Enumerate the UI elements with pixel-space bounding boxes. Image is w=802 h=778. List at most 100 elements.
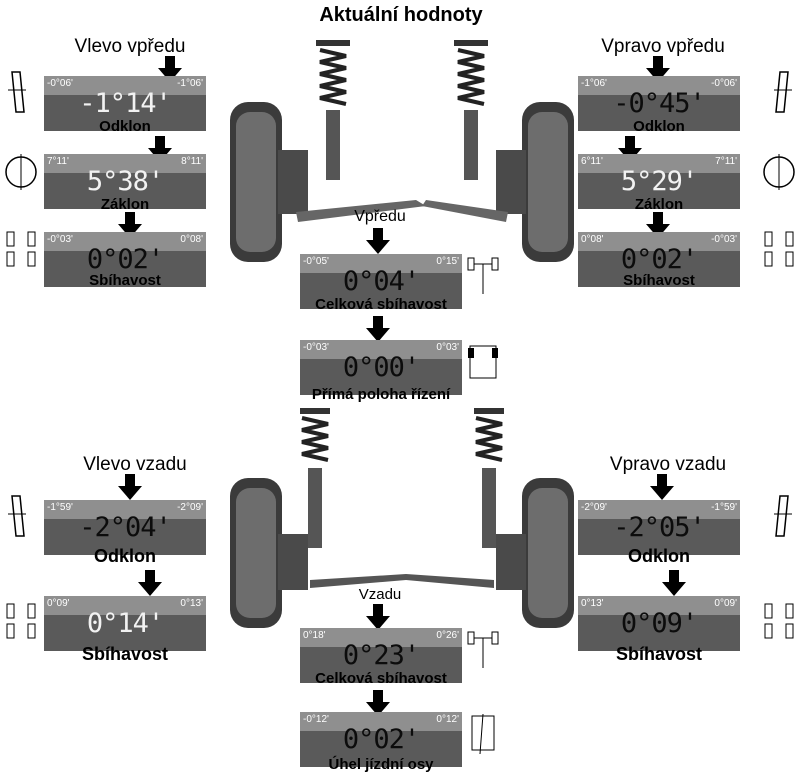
caster-label: Záklon <box>634 196 684 213</box>
toe-wheels-icon <box>764 231 794 267</box>
caster-label: Záklon <box>100 196 150 213</box>
tolerance-min: -0°03' <box>47 234 73 245</box>
camber-wheel-icon <box>774 495 792 537</box>
caster-value: 5°29' <box>620 166 698 197</box>
caster-wheel-icon <box>763 154 795 190</box>
total-toe-label: Celková sbíhavost <box>315 670 447 687</box>
arrow-down-icon <box>158 56 182 82</box>
tolerance-min: 7°11' <box>47 156 69 167</box>
tolerance-min: -0°06' <box>47 78 73 89</box>
tolerance-min: -0°03' <box>303 342 329 353</box>
arrow-down-icon <box>618 136 642 162</box>
thrust-value: 0°02' <box>342 724 420 755</box>
arrow-down-icon <box>138 570 162 596</box>
toe-wheels-icon <box>6 603 36 639</box>
caster-wheel-icon <box>5 154 37 190</box>
steering-value: 0°00' <box>342 352 420 383</box>
arrow-down-icon <box>662 570 686 596</box>
front-left-caster-gauge: 7°11' 8°11' 5°38' <box>44 152 206 209</box>
rear-right-toe-gauge: 0°13' 0°09' 0°09' <box>578 594 740 651</box>
camber-wheel-icon <box>8 495 26 537</box>
camber-label: Odklon <box>94 546 156 566</box>
tolerance-min: -1°06' <box>581 78 607 89</box>
arrow-down-icon <box>118 474 142 500</box>
steering-icon <box>468 345 498 379</box>
tolerance-min: -0°12' <box>303 714 329 725</box>
tolerance-min: -2°09' <box>581 502 607 513</box>
toe-wheels-icon <box>6 231 36 267</box>
caster-value: 5°38' <box>86 166 164 197</box>
camber-value: -1°14' <box>79 88 172 119</box>
toe-value: 0°14' <box>86 608 164 639</box>
camber-value: -2°04' <box>79 512 172 543</box>
tolerance-max: 8°11' <box>181 156 203 167</box>
arrow-down-icon <box>646 212 670 238</box>
front-left-toe-gauge: -0°03' 0°08' 0°02' <box>44 230 206 287</box>
arrow-down-icon <box>650 474 674 500</box>
tolerance-max: 0°13' <box>180 598 203 609</box>
front-right-camber-gauge: -1°06' -0°06' -0°45' <box>578 74 740 131</box>
tolerance-min: 0°09' <box>47 598 70 609</box>
toe-value: 0°09' <box>620 608 698 639</box>
camber-value: -0°45' <box>613 88 706 119</box>
camber-label: Odklon <box>99 118 151 135</box>
camber-label: Odklon <box>633 118 685 135</box>
toe-label: Sbíhavost <box>615 644 703 664</box>
toe-label: Sbíhavost <box>623 272 695 289</box>
total-toe-label: Celková sbíhavost <box>315 296 447 313</box>
toe-value: 0°02' <box>620 244 698 275</box>
front-center-heading: Vpředu <box>354 208 406 225</box>
axle-toe-icon <box>467 631 499 668</box>
tolerance-min: -0°05' <box>303 256 329 267</box>
toe-label: Sbíhavost <box>89 272 161 289</box>
rear-left-toe-gauge: 0°09' 0°13' 0°14' <box>44 594 206 651</box>
arrow-down-icon <box>366 604 390 630</box>
rear-left-heading: Vlevo vzadu <box>83 454 187 475</box>
arrow-down-icon <box>366 690 390 716</box>
arrow-down-icon <box>148 136 172 162</box>
tolerance-max: 0°03' <box>436 342 459 353</box>
thrust-angle-gauge: -0°12' 0°12' 0°02' <box>300 710 462 767</box>
rear-suspension-illustration <box>230 408 574 628</box>
front-right-caster-gauge: 6°11' 7°11' 5°29' <box>578 152 740 209</box>
front-left-heading: Vlevo vpředu <box>74 36 186 57</box>
tolerance-max: -2°09' <box>177 502 203 513</box>
front-right-toe-gauge: 0°08' -0°03' 0°02' <box>578 230 740 287</box>
axle-toe-icon <box>467 257 499 294</box>
arrow-down-icon <box>646 56 670 82</box>
tolerance-max: 0°08' <box>180 234 203 245</box>
rear-center-heading: Vzadu <box>358 586 402 603</box>
tolerance-max: 0°15' <box>436 256 459 267</box>
steering-label: Přímá poloha řízení <box>311 386 451 403</box>
tolerance-max: 0°12' <box>436 714 459 725</box>
total-toe-value: 0°23' <box>342 640 420 671</box>
tolerance-max: 0°26' <box>436 630 459 641</box>
arrow-down-icon <box>366 316 390 342</box>
camber-label: Odklon <box>628 546 690 566</box>
tolerance-min: -1°59' <box>47 502 73 513</box>
tolerance-max: -0°06' <box>711 78 737 89</box>
rear-left-camber-gauge: -1°59' -2°09' -2°04' <box>44 498 206 555</box>
tolerance-max: -0°03' <box>711 234 737 245</box>
camber-wheel-icon <box>774 71 792 113</box>
tolerance-min: 0°08' <box>581 234 604 245</box>
thrust-angle-icon <box>471 713 495 755</box>
total-toe-value: 0°04' <box>342 266 420 297</box>
front-total-toe-gauge: -0°05' 0°15' 0°04' <box>300 252 462 309</box>
page-title: Aktuální hodnoty <box>319 4 483 26</box>
tolerance-max: -1°59' <box>711 502 737 513</box>
tolerance-min: 0°18' <box>303 630 326 641</box>
toe-wheels-icon <box>764 603 794 639</box>
toe-label: Sbíhavost <box>81 644 169 664</box>
tolerance-max: 7°11' <box>715 156 737 167</box>
rear-right-camber-gauge: -2°09' -1°59' -2°05' <box>578 498 740 555</box>
front-right-heading: Vpravo vpředu <box>601 36 725 57</box>
camber-wheel-icon <box>8 71 26 113</box>
tolerance-max: -1°06' <box>177 78 203 89</box>
steering-straight-gauge: -0°03' 0°03' 0°00' <box>300 338 462 395</box>
thrust-label: Úhel jízdní osy <box>328 756 434 773</box>
tolerance-min: 6°11' <box>581 156 603 167</box>
front-left-camber-gauge: -0°06' -1°06' -1°14' <box>44 74 206 131</box>
toe-value: 0°02' <box>86 244 164 275</box>
tolerance-min: 0°13' <box>581 598 604 609</box>
